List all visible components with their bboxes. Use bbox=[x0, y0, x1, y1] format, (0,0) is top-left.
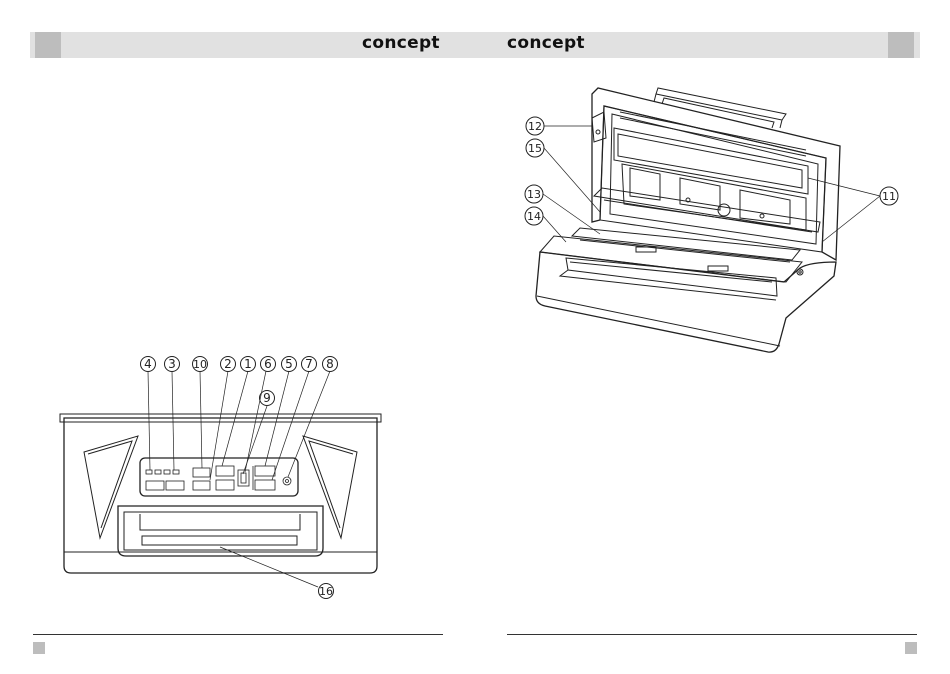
callout-13: 13 bbox=[527, 188, 541, 201]
callout-11: 11 bbox=[882, 190, 896, 203]
callout-3: 3 bbox=[168, 357, 176, 371]
footer-square-left bbox=[33, 642, 45, 654]
callout-4: 4 bbox=[144, 357, 152, 371]
footer-square-right bbox=[905, 642, 917, 654]
callout-7: 7 bbox=[305, 357, 313, 371]
callout-6: 6 bbox=[264, 357, 272, 371]
callout-5: 5 bbox=[285, 357, 293, 371]
callout-10: 10 bbox=[193, 358, 207, 371]
callout-2: 2 bbox=[224, 357, 232, 371]
callout-15: 15 bbox=[528, 142, 542, 155]
callout-14: 14 bbox=[527, 210, 541, 223]
callout-9: 9 bbox=[263, 391, 271, 405]
front-view-diagram bbox=[60, 357, 381, 599]
callout-12: 12 bbox=[528, 120, 542, 133]
callout-16: 16 bbox=[319, 585, 333, 598]
callout-1: 1 bbox=[244, 357, 252, 371]
callout-8: 8 bbox=[326, 357, 334, 371]
footer-rule-left bbox=[33, 634, 443, 635]
open-lid-diagram bbox=[525, 88, 898, 352]
footer-rule-right bbox=[507, 634, 917, 635]
